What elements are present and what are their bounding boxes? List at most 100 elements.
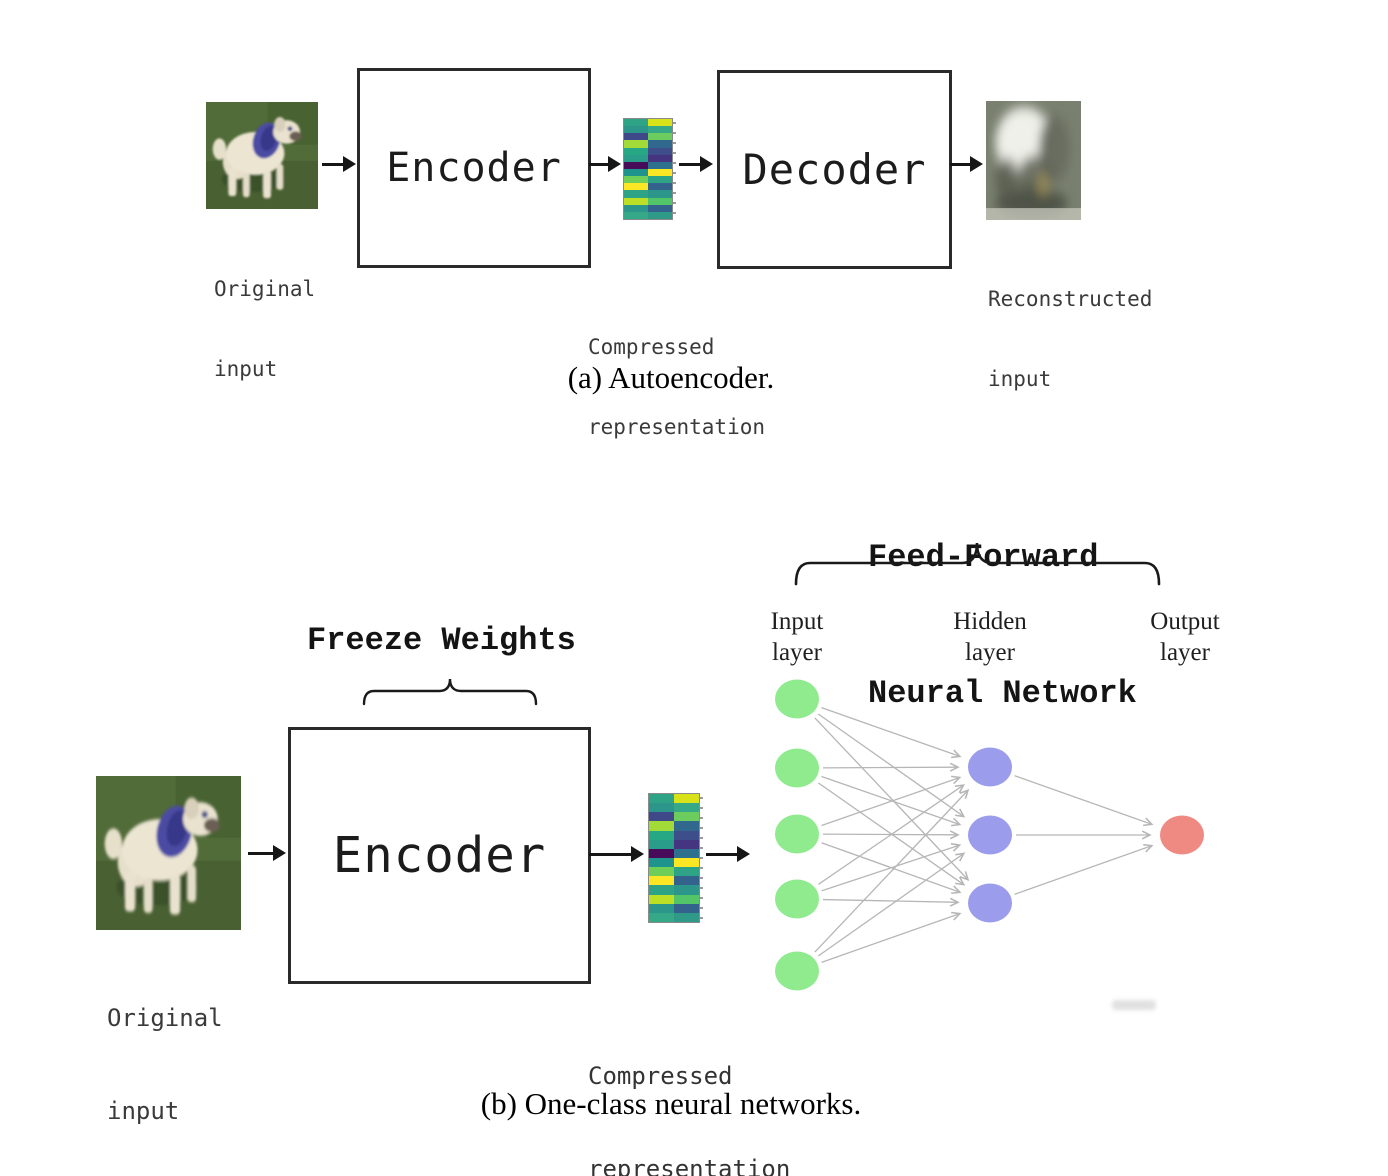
heatmap-cell [648, 176, 672, 184]
panel-a-original-input-label: Original input [214, 276, 316, 382]
nn-edge [821, 845, 960, 892]
panel-a-compressed-label: Compressed representation [588, 334, 766, 440]
nn-node-input [775, 748, 819, 788]
heatmap-cell [624, 211, 648, 219]
heatmap-cell [624, 119, 648, 127]
heatmap-cell [648, 168, 672, 177]
panel-a-encoder-box: Encoder [357, 68, 591, 268]
heatmap-cell [648, 190, 672, 198]
heatmap-cell [674, 830, 699, 840]
panel-a-decoder-box: Decoder [717, 70, 952, 269]
nn-node-input [775, 679, 819, 719]
panel-a-decoder-label: Decoder [742, 145, 927, 194]
heatmap-cell [648, 147, 672, 155]
panel-a-reconstructed-label: Reconstructed input [988, 286, 1153, 392]
heatmap-cell [649, 848, 674, 858]
heatmap-cell [649, 912, 674, 922]
heatmap-cell [649, 803, 674, 813]
heatmap-cell [624, 190, 648, 198]
heatmap-cell [674, 839, 699, 849]
heatmap-cell [674, 794, 699, 804]
heatmap-cell [624, 154, 648, 162]
nn-graph [775, 679, 1204, 991]
heatmap-cell [674, 812, 699, 822]
heatmap-cell [674, 858, 699, 868]
heatmap-cell [674, 876, 699, 886]
ffnn-brace [794, 542, 1161, 586]
nn-edge [814, 717, 968, 880]
heatmap-cell [649, 894, 674, 904]
panel-a-arrow-input-to-encoder [322, 156, 356, 172]
nn-edge [821, 707, 960, 757]
nn-edge [1014, 846, 1152, 895]
nn-edge [817, 713, 964, 817]
heatmap-cell [649, 794, 674, 804]
panel-b-original-input-image [96, 776, 241, 930]
nn-edge [822, 767, 958, 768]
heatmap-cell [624, 176, 648, 184]
freeze-weights-label: Freeze Weights [307, 622, 576, 659]
panel-b-ffnn-label: Feed-Forward Neural Network [868, 538, 1137, 713]
nn-node-output [1160, 815, 1204, 855]
heatmap-cell [648, 197, 672, 205]
heatmap-cell [624, 183, 648, 191]
heatmap-cell [649, 821, 674, 831]
freeze-weights-brace [362, 678, 538, 706]
heatmap-cell [624, 161, 648, 169]
heatmap-cell [648, 133, 672, 141]
panel-b-arrow-input-to-encoder [248, 845, 286, 861]
panel-a-caption: (a) Autoencoder. [567, 360, 775, 395]
nn-edge [818, 785, 963, 885]
heatmap-cell [674, 894, 699, 904]
heatmap-cell [648, 183, 672, 191]
heatmap-cell [649, 876, 674, 886]
nn-node-input [775, 951, 819, 991]
heatmap-cell [648, 154, 672, 162]
nn-edges [814, 707, 1152, 963]
heatmap-cell [674, 821, 699, 831]
heatmap-cell [649, 885, 674, 895]
heatmap-cell [649, 858, 674, 868]
panel-a-reconstructed-input-image [986, 101, 1081, 220]
input-layer-label: Input layer [770, 608, 824, 666]
heatmap-cell [649, 812, 674, 822]
panel-b-original-input-label: Original input [107, 1004, 223, 1125]
heatmap-cell [649, 903, 674, 913]
panel-b-arrow-encoder-to-code [589, 846, 644, 862]
heatmap-cell [674, 848, 699, 858]
heatmap-cell [674, 912, 699, 922]
output-layer-label: Output layer [1150, 608, 1220, 666]
nn-node-hidden [968, 815, 1012, 855]
nn-edge [817, 782, 963, 885]
hidden-layer-label: Hidden layer [953, 608, 1027, 666]
heatmap-cell [624, 133, 648, 141]
heatmap-cell [649, 867, 674, 877]
heatmap-cell [674, 867, 699, 877]
heatmap-cell [648, 211, 672, 219]
panel-b-encoder-box: Encoder [288, 727, 591, 984]
heatmap-cell [648, 204, 672, 212]
heatmap-cell [648, 140, 672, 148]
heatmap-cell [649, 830, 674, 840]
heatmap-cell [674, 803, 699, 813]
panel-b-caption: (b) One-class neural networks. [480, 1086, 862, 1121]
nn-node-input [775, 814, 819, 854]
heatmap-cell [624, 168, 648, 177]
nn-edge [821, 777, 960, 827]
heatmap-cell [624, 204, 648, 212]
heatmap-cell [649, 839, 674, 849]
nn-edge [821, 914, 960, 963]
heatmap-cell [648, 126, 672, 134]
panel-b-compressed-representation-heatmap [648, 793, 703, 923]
panel-b-encoder-label: Encoder [332, 827, 547, 884]
panel-b-arrow-code-to-network [706, 846, 750, 862]
nn-node-hidden [968, 883, 1012, 923]
panel-a-arrow-code-to-decoder [679, 156, 713, 172]
nn-nodes [775, 679, 1204, 991]
panel-a-compressed-representation-heatmap [623, 118, 676, 220]
panel-a-arrow-decoder-to-output [950, 156, 983, 172]
nn-edge [822, 900, 958, 903]
heatmap-cell [648, 119, 672, 127]
panel-b-compressed-label: Compressed representation [588, 1062, 791, 1176]
